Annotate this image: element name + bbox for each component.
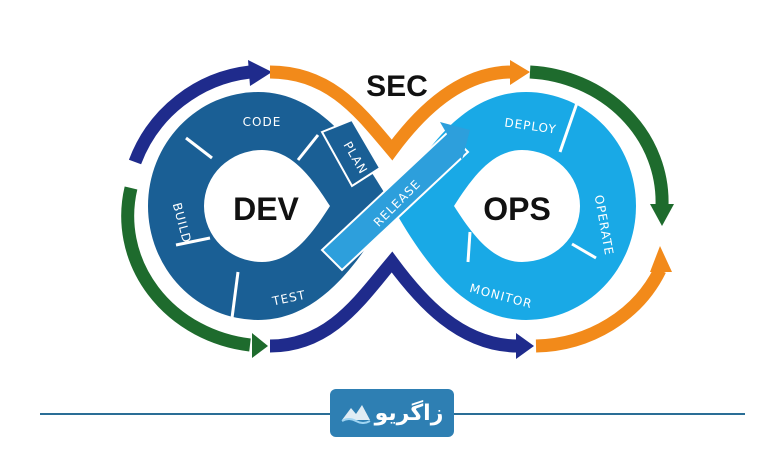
mountain-wave-icon <box>341 405 371 424</box>
outer-arrowhead-green-bottom-left <box>252 333 268 358</box>
outer-arc-navy-bottom <box>269 251 519 353</box>
ops-label: OPS <box>483 191 551 227</box>
sec-label: SEC <box>366 70 428 103</box>
outer-arrowhead-green-right <box>650 204 674 226</box>
brand-logo-text: زاگریو <box>374 400 444 426</box>
outer-arrowhead-navy-bottom <box>516 333 534 359</box>
outer-arc-orange-bottom-right <box>535 267 666 353</box>
outer-arc-green-left <box>121 186 251 352</box>
outer-arc-orange-top <box>269 65 513 161</box>
outer-arrowhead-orange-top <box>510 60 530 85</box>
ops-segment-separators <box>466 99 597 263</box>
brand-logo: زاگریو <box>330 389 454 437</box>
outer-arc-navy-top-left <box>128 65 251 165</box>
dev-label: DEV <box>233 191 299 227</box>
plan-segment <box>320 118 382 188</box>
outer-arrowhead-navy-top-left <box>248 60 272 86</box>
outer-arc-green-right <box>529 65 669 207</box>
stage-label-code: CODE <box>243 115 282 129</box>
dev-segment-separators <box>175 134 320 319</box>
release-arrowhead <box>440 122 470 160</box>
outer-arrowhead-orange-right <box>650 246 672 272</box>
release-band <box>320 130 470 272</box>
